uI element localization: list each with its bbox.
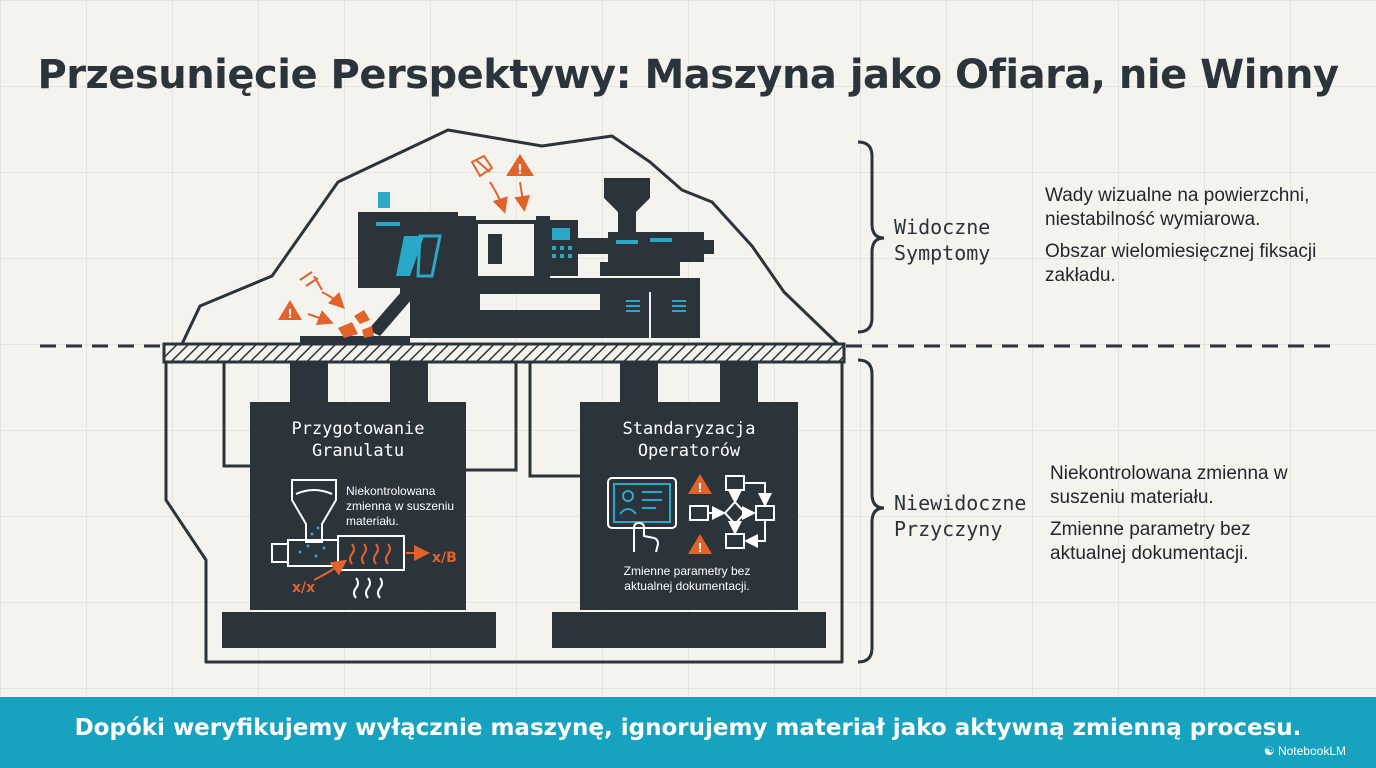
injection-machine: [300, 178, 714, 344]
label-line: Widoczne: [894, 215, 991, 239]
invisible-causes-description: Niekontrolowana zmienna w suszeniu mater…: [1050, 462, 1320, 574]
beacon-icon: [378, 192, 390, 208]
input-arrow-icon: [313, 559, 348, 581]
defect-arrow: [489, 181, 508, 214]
svg-text:!: !: [697, 481, 702, 495]
hopper-icon: [271, 479, 405, 571]
brace-visible: [857, 140, 885, 334]
pillar: [620, 362, 658, 402]
pillar: [720, 362, 758, 402]
invisible-causes-label: Niewidoczne Przyczyny: [894, 490, 1026, 542]
defect-arrow: [321, 291, 345, 309]
box-title-line: Operatorów: [637, 441, 741, 461]
hopper-machine-icon: [604, 178, 650, 232]
symbol-out: x/B: [432, 550, 457, 566]
warning-icon: !: [278, 300, 302, 321]
defective-parts-icon: [338, 310, 374, 338]
heat-waves-icon: [353, 577, 383, 599]
box-operators-title: Standaryzacja Operatorów: [580, 418, 798, 462]
brand-name: NotebookLM: [1277, 744, 1346, 758]
connector-middle: [466, 360, 518, 472]
diagram-canvas: x/B x/x ! !: [40, 128, 1338, 664]
warning-icon: !: [688, 474, 712, 495]
brand-logo: ☯ NotebookLM: [1264, 744, 1346, 758]
svg-text:!: !: [517, 163, 523, 178]
notebooklm-icon: ☯: [1263, 744, 1275, 758]
touchscreen-icon: [607, 477, 677, 553]
pillar: [290, 362, 328, 402]
symbol-in: x/x: [292, 580, 315, 596]
box-granulate-text: Niekontrolowana zmienna w suszeniu mater…: [346, 484, 455, 528]
defect-arrow: [514, 181, 531, 212]
warning-icon: !: [506, 154, 534, 178]
footer-text: Dopóki weryfikujemy wyłącznie maszynę, i…: [74, 715, 1302, 741]
box-operators-text: Zmienne parametry bez aktualnej dokument…: [623, 564, 751, 593]
description-text: Niekontrolowana zmienna w suszeniu mater…: [1050, 463, 1288, 508]
heater-icon: [349, 543, 391, 565]
box-granulate-title: Przygotowanie Granulatu: [250, 418, 466, 462]
defect-arrow: [307, 310, 334, 325]
box-granulate-bg: [250, 402, 466, 610]
flowchart-icon: [689, 475, 775, 549]
broken-part-icon: [299, 271, 323, 291]
warning-icon: !: [688, 534, 712, 555]
svg-text:!: !: [287, 307, 292, 321]
page-title: Przesunięcie Perspektywy: Maszyna jako O…: [37, 52, 1339, 98]
label-line: Symptomy: [894, 241, 991, 265]
chute: [368, 284, 418, 336]
box-title-line: Standaryzacja: [622, 419, 756, 439]
footer-banner: Dopóki weryfikujemy wyłącznie maszynę, i…: [0, 697, 1376, 768]
iceberg-top-outline: [180, 128, 840, 346]
svg-text:!: !: [697, 541, 702, 555]
box-operators-base: [552, 612, 826, 648]
connector-middle-2: [528, 360, 580, 478]
pillar: [390, 362, 428, 402]
floor-slab: [162, 342, 846, 364]
label-line: Niewidoczne: [894, 491, 1027, 515]
box-title-line: Przygotowanie: [291, 419, 425, 439]
brace-invisible: [857, 358, 885, 664]
box-title-line: Granulatu: [311, 441, 405, 461]
description-text: Zmienne parametry bez aktualnej dokument…: [1050, 519, 1251, 564]
iceberg-bottom-outline: [164, 358, 844, 664]
broken-part-icon: [470, 154, 494, 178]
box-granulate-base: [222, 612, 496, 648]
description-text: Obszar wielomiesięcznej fiksacji zakładu…: [1045, 241, 1317, 286]
description-text: Wady wizualne na powierzchni, niestabiln…: [1045, 185, 1310, 230]
visible-symptoms-label: Widoczne Symptomy: [894, 214, 990, 266]
connector-left: [222, 360, 250, 468]
visible-symptoms-description: Wady wizualne na powierzchni, niestabiln…: [1045, 184, 1355, 296]
label-line: Przyczyny: [894, 517, 1003, 541]
